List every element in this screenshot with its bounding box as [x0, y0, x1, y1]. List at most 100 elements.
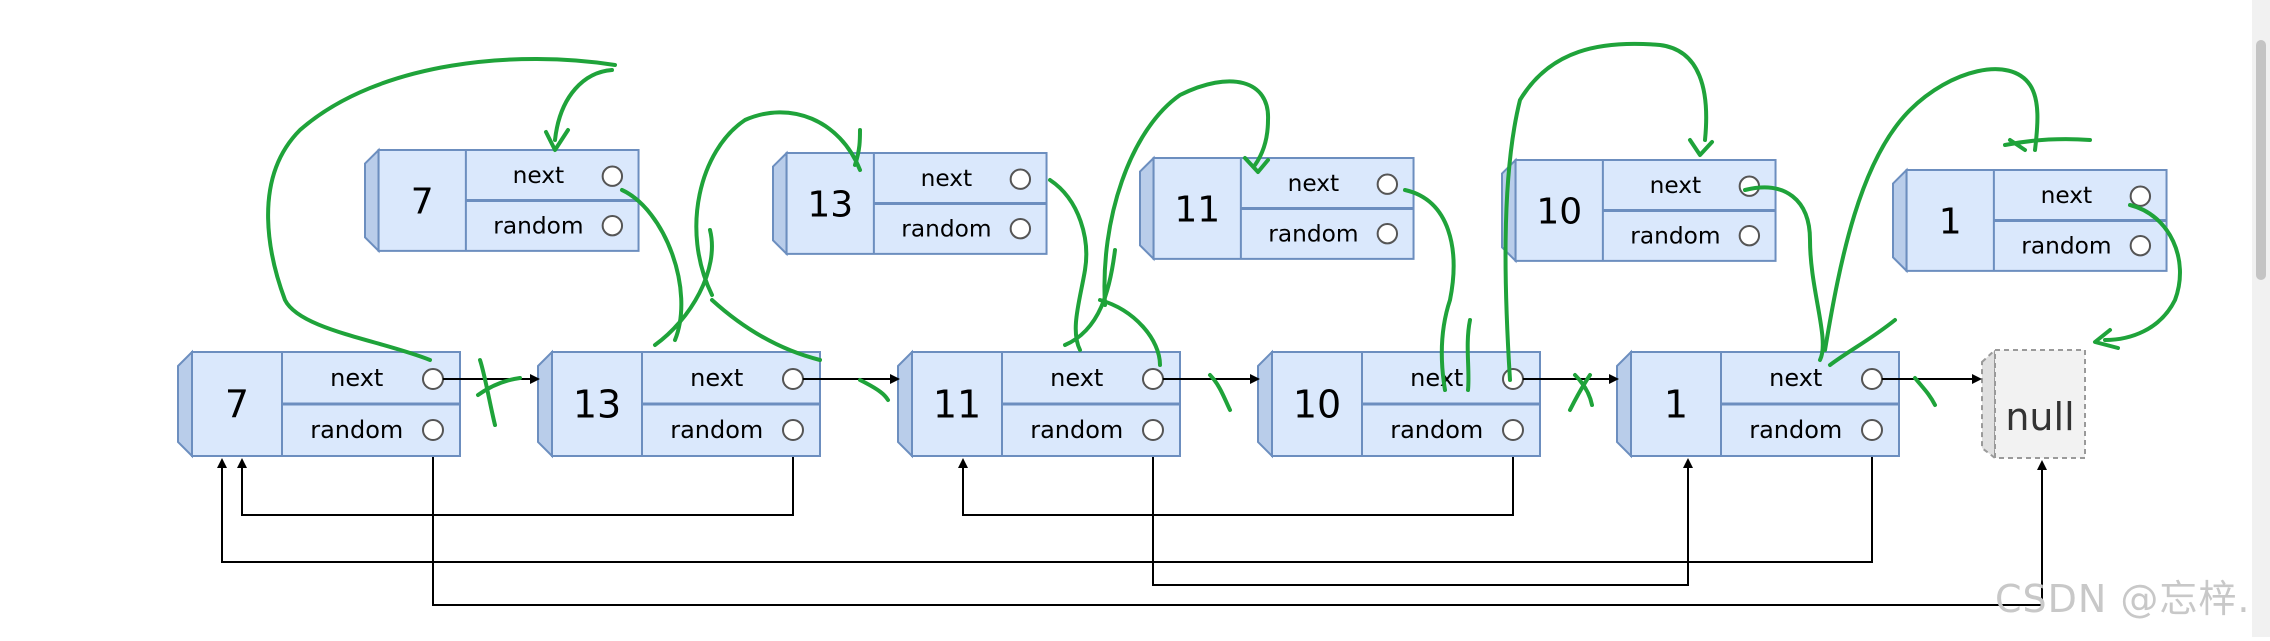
copied-node-0-value: 7 — [411, 181, 434, 222]
original-node-1-random-pointer — [782, 419, 804, 441]
original-node-1-side — [537, 349, 553, 459]
original-node-2-value: 11 — [933, 383, 981, 427]
copied-node-4-side — [1892, 167, 1908, 274]
green-annotation-stroke-17 — [1743, 185, 1825, 362]
original-node-0-random-label: random — [310, 416, 403, 444]
copied-node-2-side — [1139, 155, 1155, 262]
original-node-1-random-label: random — [670, 416, 763, 444]
random-arrow-13-to-7 — [237, 447, 794, 516]
random-arrow-10-to-11 — [958, 447, 1514, 516]
copied-node-2-next-label: next — [1288, 170, 1340, 197]
original-node-1-next-label: next — [690, 364, 743, 392]
copied-node-2-next-pointer — [1376, 173, 1399, 195]
original-node-2-side — [897, 349, 913, 459]
original-node-3-value: 10 — [1293, 383, 1341, 427]
null-node: null — [1981, 347, 2086, 461]
green-annotation-stroke-30 — [1913, 376, 1937, 407]
green-annotation-stroke-13 — [1403, 188, 1456, 392]
original-node-1-next-pointer — [782, 368, 804, 390]
green-annotation-stroke-2 — [544, 128, 570, 152]
random-arrow-7-to-null — [432, 447, 2047, 606]
copied-node-2-value: 11 — [1174, 189, 1220, 230]
original-node-4-next-pointer — [1861, 368, 1883, 390]
copied-node-0-next-pointer — [601, 165, 624, 187]
original-node-2: 11 next random — [897, 349, 1181, 459]
original-node-4: 1 next random — [1616, 349, 1900, 459]
original-node-0-next-pointer — [422, 368, 444, 390]
watermark: CSDN @忘梓. — [1995, 577, 2251, 621]
green-annotation-stroke-27 — [1208, 373, 1232, 412]
green-annotation-stroke-6 — [710, 298, 822, 362]
original-node-3-random-pointer — [1502, 419, 1524, 441]
copied-node-1-side — [772, 150, 788, 257]
copied-node-1-random-label: random — [901, 215, 991, 242]
green-annotation-stroke-26 — [858, 378, 890, 402]
green-annotation-stroke-14 — [1465, 318, 1472, 392]
original-node-3-random-label: random — [1390, 416, 1483, 444]
scrollbar-thumb[interactable] — [2256, 40, 2266, 280]
copied-node-3-random-label: random — [1630, 222, 1720, 249]
original-node-3-side — [1257, 349, 1273, 459]
copied-node-2: 11 next random — [1139, 155, 1415, 262]
green-annotation-stroke-4 — [653, 228, 714, 347]
original-node-4-random-pointer — [1861, 419, 1883, 441]
copied-node-4: 1 next random — [1892, 167, 2168, 274]
random-arrow-1-to-7 — [217, 447, 1873, 563]
copied-node-4-random-pointer — [2129, 234, 2152, 257]
green-annotation-stroke-18 — [1828, 318, 1897, 367]
original-node-1-value: 13 — [573, 383, 621, 427]
copied-node-0-random-pointer — [601, 214, 624, 237]
original-node-3: 10 next random — [1257, 349, 1541, 459]
copied-node-0-side — [364, 147, 380, 254]
original-node-0-random-pointer — [422, 419, 444, 441]
original-node-4-side — [1616, 349, 1632, 459]
green-annotation-stroke-8 — [1048, 178, 1089, 352]
copied-node-1: 13 next random — [772, 150, 1048, 257]
original-node-4-random-label: random — [1749, 416, 1842, 444]
green-annotation-stroke-10 — [1102, 79, 1271, 307]
copied-node-1-random-pointer — [1009, 217, 1032, 240]
original-node-4-value: 1 — [1664, 383, 1688, 427]
green-annotation-stroke-11 — [1243, 156, 1270, 174]
green-annotation-stroke-5 — [694, 110, 862, 297]
green-annotation-stroke-28 — [1573, 373, 1594, 407]
copied-node-3-random-pointer — [1738, 224, 1761, 247]
copied-node-3-value: 10 — [1536, 191, 1582, 232]
green-annotation-stroke-0 — [266, 56, 617, 362]
copied-node-1-next-label: next — [921, 165, 973, 192]
green-annotation-stroke-15 — [1503, 41, 1709, 382]
copied-node-0-next-label: next — [513, 162, 565, 189]
copied-node-4-next-label: next — [2041, 182, 2093, 209]
green-annotation-stroke-22 — [2103, 203, 2182, 342]
original-node-2-next-pointer — [1142, 368, 1164, 390]
green-annotation-stroke-29 — [1568, 373, 1592, 412]
copied-node-1-value: 13 — [807, 184, 853, 225]
green-annotation-stroke-21 — [2008, 138, 2027, 152]
copied-node-4-random-label: random — [2021, 232, 2111, 259]
original-node-0-next-label: next — [330, 364, 383, 392]
green-annotation-stroke-1 — [553, 68, 614, 142]
copied-node-4-value: 1 — [1939, 201, 1962, 242]
original-node-1: 13 next random — [537, 349, 821, 459]
original-node-3-next-label: next — [1410, 364, 1463, 392]
original-node-0-side — [177, 349, 193, 459]
copied-node-2-random-label: random — [1268, 220, 1358, 247]
original-node-2-random-label: random — [1030, 416, 1123, 444]
original-node-4-next-label: next — [1769, 364, 1822, 392]
green-annotation-stroke-16 — [1688, 138, 1714, 157]
green-annotation-stroke-7 — [853, 128, 862, 167]
original-node-2-next-label: next — [1050, 364, 1103, 392]
null-node-body — [1994, 349, 2086, 459]
copied-node-1-next-pointer — [1009, 168, 1032, 190]
green-annotation-stroke-23 — [2093, 328, 2120, 350]
copied-node-3: 10 next random — [1501, 157, 1777, 264]
copied-node-2-random-pointer — [1376, 222, 1399, 245]
copied-node-3-next-label: next — [1650, 172, 1702, 199]
green-annotation-stroke-19 — [1823, 67, 2040, 352]
green-annotation-stroke-9 — [1063, 248, 1117, 347]
green-annotation-stroke-25 — [476, 376, 522, 397]
